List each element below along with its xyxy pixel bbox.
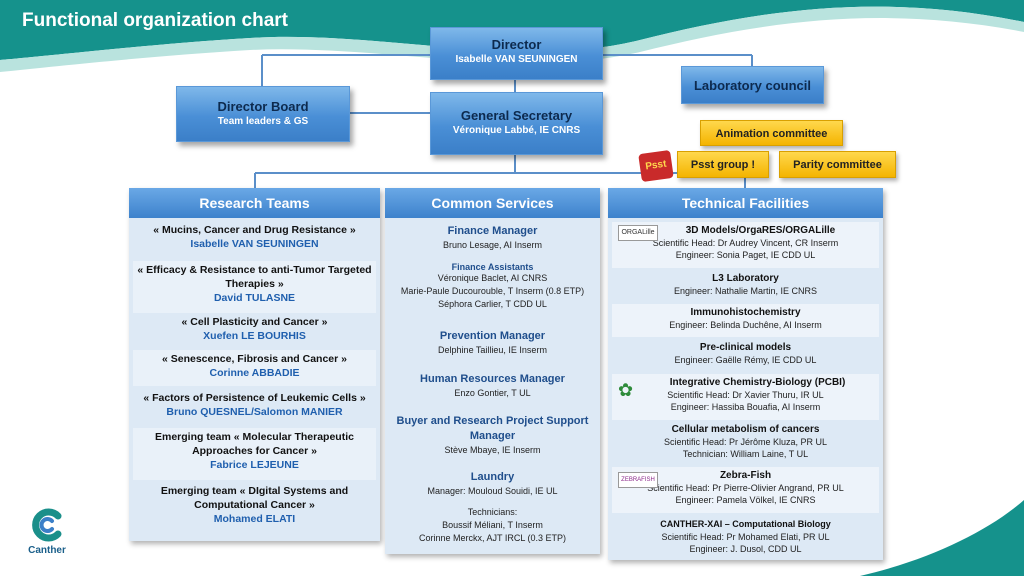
team-item: « Senescence, Fibrosis and Cancer » Cori… (133, 350, 376, 386)
zebrafish-logo: ZEBRAFISH (618, 472, 658, 488)
buyer-manager: Buyer and Research Project Support Manag… (396, 415, 589, 455)
page-title: Functional organization chart (22, 10, 289, 31)
director-board-subtitle: Team leaders & GS (217, 116, 309, 127)
finance-manager: Finance Manager Bruno Lesage, AI Inserm (442, 225, 543, 250)
facility-item: L3 Laboratory Engineer: Nathalie Martin,… (673, 273, 818, 296)
psst-logo: Psst (638, 149, 674, 183)
general-secretary-title: General Secretary (460, 108, 573, 123)
common-services-header: Common Services (385, 188, 600, 218)
director-board-box: Director Board Team leaders & GS (176, 86, 350, 142)
common-services-column: Common Services Finance Manager Bruno Le… (385, 188, 600, 554)
team-item: « Factors of Persistence of Leukemic Cel… (143, 392, 366, 418)
team-item: Emerging team « DIgital Systems and Comp… (160, 485, 349, 525)
facility-item: ✿ Integrative Chemistry-Biology (PCBI) S… (612, 374, 879, 420)
canther-logo-icon (32, 508, 62, 542)
team-item: « Mucins, Cancer and Drug Resistance » I… (153, 224, 356, 250)
general-secretary-box: General Secretary Véronique Labbé, IE CN… (430, 92, 603, 155)
research-teams-column: Research Teams « Mucins, Cancer and Drug… (129, 188, 380, 541)
laboratory-council-title: Laboratory council (693, 78, 812, 93)
canther-brand-name: Canther (28, 545, 66, 556)
laundry: Laundry Manager: Mouloud Souidi, IE UL T… (418, 471, 567, 543)
facility-item: Immunohistochemistry Engineer: Belinda D… (612, 304, 879, 337)
general-secretary-name: Véronique Labbé, IE CNRS (452, 125, 581, 136)
canther-logo: Canther (18, 508, 76, 564)
team-item: « Cell Plasticity and Cancer » Xuefen LE… (181, 316, 328, 342)
parity-committee: Parity committee (779, 151, 896, 178)
facility-item: ZEBRAFISH Zebra-Fish Scientific Head: Pr… (612, 467, 879, 513)
animation-committee: Animation committee (700, 120, 843, 146)
facility-item: ORGALille 3D Models/OrgaRES/ORGALille Sc… (612, 222, 879, 268)
team-item: Emerging team « Molecular Therapeutic Ap… (133, 428, 376, 480)
pcbi-logo-icon: ✿ (618, 380, 634, 400)
team-item: « Efficacy & Resistance to anti-Tumor Ta… (133, 261, 376, 313)
facility-item: CANTHER-XAI – Computational Biology Scie… (660, 519, 831, 554)
facility-item: Pre-clinical models Engineer: Gaëlle Rém… (674, 342, 817, 365)
human-resources-manager: Human Resources Manager Enzo Gontier, T … (420, 373, 565, 398)
psst-group: Psst group ! (677, 151, 769, 178)
prevention-manager: Prevention Manager Delphine Taillieu, IE… (438, 330, 547, 355)
director-name: Isabelle VAN SEUNINGEN (455, 54, 578, 65)
research-teams-header: Research Teams (129, 188, 380, 218)
facility-item: Cellular metabolism of cancers Scientifi… (663, 424, 828, 459)
director-board-title: Director Board (217, 99, 309, 114)
director-box: Director Isabelle VAN SEUNINGEN (430, 27, 603, 80)
director-title: Director (491, 37, 542, 52)
technical-facilities-column: Technical Facilities ORGALille 3D Models… (608, 188, 883, 560)
finance-assistants: Finance Assistants Véronique Baclet, AI … (400, 262, 585, 309)
orgalille-logo: ORGALille (618, 225, 658, 241)
technical-facilities-header: Technical Facilities (608, 188, 883, 218)
laboratory-council-box: Laboratory council (681, 66, 824, 104)
